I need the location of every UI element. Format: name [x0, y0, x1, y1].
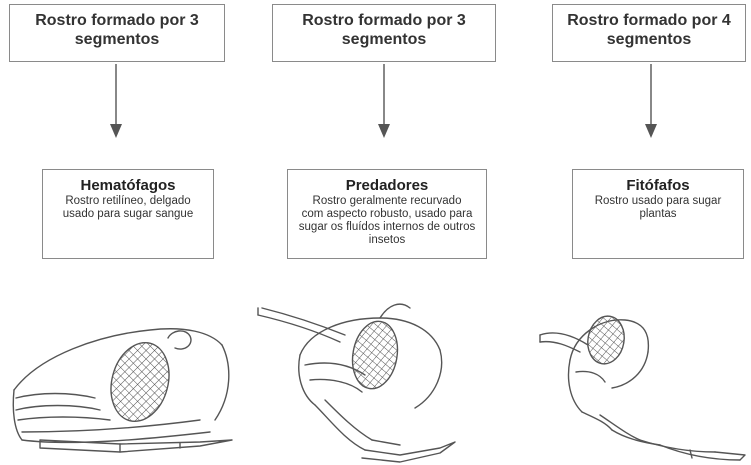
group-title: Fitófafos	[626, 177, 690, 194]
group-description: Rostro geralmente recurvado com aspecto …	[298, 195, 476, 246]
segments-line: segmentos	[74, 31, 160, 48]
phytophagous-head-sketch	[539, 315, 746, 461]
arrow-3	[645, 64, 657, 138]
segments-line: Rostro formado por 3	[302, 12, 466, 29]
hematophagous-head-sketch	[12, 328, 233, 453]
segments-box-2: Rostro formado por 3 segmentos	[272, 4, 496, 62]
segments-line: segmentos	[606, 31, 692, 48]
segments-line: Rostro formado por 3	[35, 12, 199, 29]
segments-box-3: Rostro formado por 4 segmentos	[552, 4, 746, 62]
group-description: Rostro usado para sugar plantas	[594, 195, 722, 220]
arrow-1	[110, 64, 122, 138]
group-description: Rostro retilíneo, delgado usado para sug…	[62, 195, 194, 220]
group-box-1: Hematófagos Rostro retilíneo, delgado us…	[42, 169, 214, 259]
segments-line: Rostro formado por 4	[567, 12, 731, 29]
group-title: Hematófagos	[80, 177, 176, 194]
segments-line: segmentos	[341, 31, 427, 48]
segments-box-1: Rostro formado por 3 segmentos	[9, 4, 225, 62]
group-title: Predadores	[345, 177, 429, 194]
group-box-3: Fitófafos Rostro usado para sugar planta…	[572, 169, 744, 259]
arrow-2	[378, 64, 390, 138]
group-box-2: Predadores Rostro geralmente recurvado c…	[287, 169, 487, 259]
predator-head-sketch	[257, 303, 456, 463]
